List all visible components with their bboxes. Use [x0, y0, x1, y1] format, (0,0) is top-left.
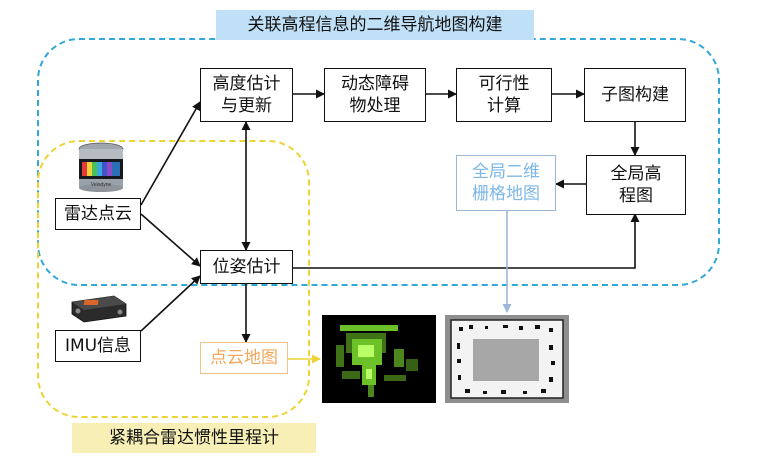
arrow-pose-to-elevation: [293, 213, 640, 269]
grid-map-image: [445, 315, 569, 403]
arrow-lidar-to-pose: [140, 213, 201, 267]
node-dynamic-obstacle-processing: 动态障碍 物处理: [324, 68, 426, 122]
lidar-inertial-odometry-region: [37, 140, 310, 418]
node-pose-estimation: 位姿估计: [200, 250, 293, 284]
node-imu-info: IMU信息: [55, 330, 141, 362]
arrow-imu-to-pose: [140, 275, 201, 332]
node-lidar-pointcloud: 雷达点云: [55, 198, 141, 230]
title-elevation-map-construction: 关联高程信息的二维导航地图构建: [216, 10, 534, 40]
imu-sensor-image: [71, 295, 127, 323]
node-submap-construction: 子图构建: [584, 68, 686, 122]
node-height-estimate-update: 高度估计 与更新: [200, 68, 293, 122]
pointcloud-map-image: [322, 315, 436, 403]
lidar-sensor-image: Velodyne: [78, 142, 124, 192]
node-global-elevation-map: 全局高 程图: [586, 155, 686, 215]
node-feasibility-computation: 可行性 计算: [456, 68, 552, 122]
arrow-lidar-to-height: [140, 101, 201, 206]
lidar-brand-label: Velodyne: [91, 182, 112, 188]
node-pointcloud-map: 点云地图: [200, 342, 288, 374]
title-lidar-inertial-odometry: 紧耦合雷达惯性里程计: [72, 423, 316, 453]
node-global-2d-grid-map: 全局二维 栅格地图: [456, 155, 556, 211]
